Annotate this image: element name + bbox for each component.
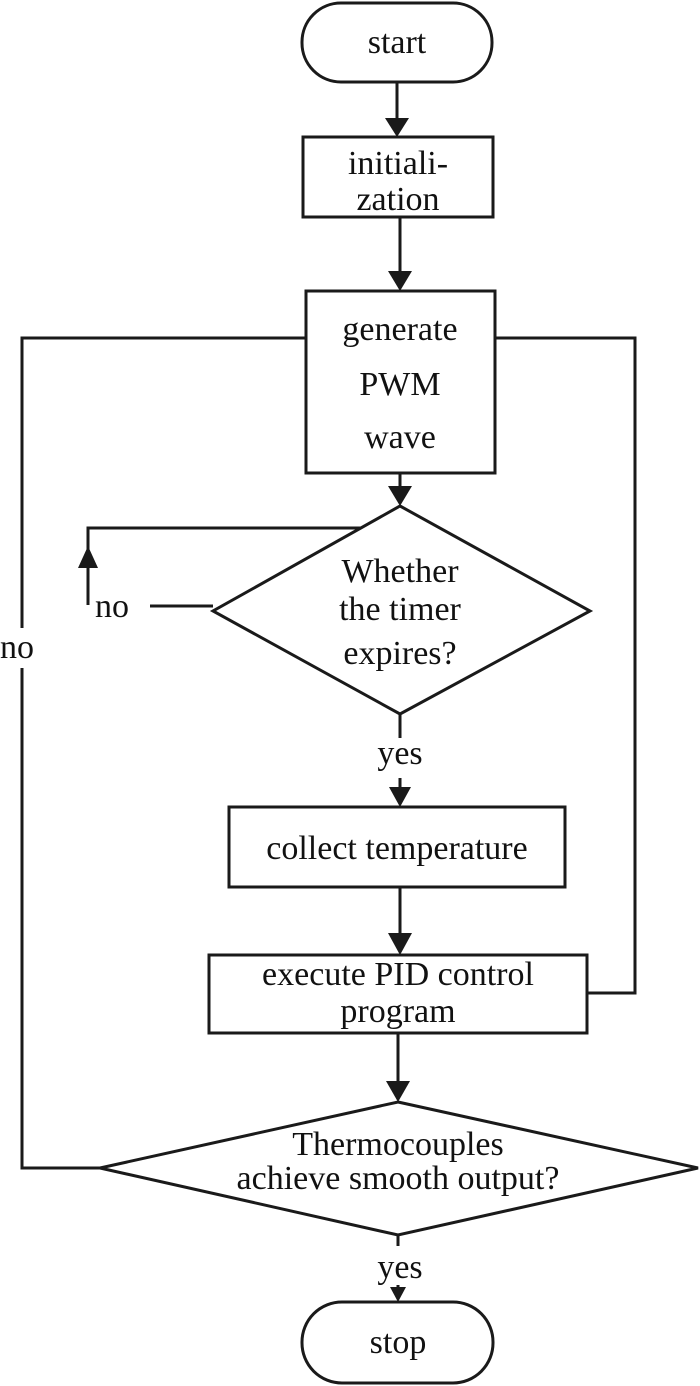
arrow-head-icon — [388, 486, 412, 506]
node-timer: Whether the timer expires? — [209, 504, 594, 716]
edge-smooth-no-b — [20, 336, 306, 628]
decision-shape — [209, 504, 594, 716]
connectors — [20, 82, 637, 1302]
edge-timer-no-loop — [86, 526, 400, 605]
node-timer-line-3: expires? — [343, 635, 456, 672]
terminator-shape — [300, 1, 494, 84]
edge-pid-pwm — [495, 336, 637, 995]
edge-smooth-no-a — [20, 668, 100, 1170]
node-init: initiali- zation — [301, 135, 495, 219]
arrow-head-icon — [386, 1081, 410, 1102]
node-init-line-2: zation — [356, 181, 439, 218]
node-stop-label: stop — [370, 1324, 427, 1361]
process-shape — [207, 953, 589, 1035]
node-init-line-1: initiali- — [348, 145, 448, 182]
node-collect: collect temperature — [227, 805, 567, 889]
node-pid-line-2: program — [340, 993, 455, 1030]
arrow-head-icon — [388, 933, 412, 955]
node-pwm-line-3: wave — [364, 419, 436, 456]
arrow-up-icon — [78, 546, 98, 568]
node-smooth: Thermocouples achieve smooth output? — [99, 1100, 699, 1237]
decision-shape — [99, 1100, 699, 1237]
arrow-head-icon — [385, 118, 409, 137]
node-pid-line-1: execute PID control — [262, 956, 534, 993]
node-smooth-line-1: Thermocouples — [292, 1126, 504, 1163]
label-smooth-no: no — [0, 629, 34, 666]
node-timer-line-2: the timer — [339, 591, 461, 628]
node-collect-label: collect temperature — [266, 830, 527, 867]
label-smooth-yes: yes — [377, 1249, 422, 1286]
label-timer-no: no — [95, 588, 129, 625]
arrow-head-icon — [388, 271, 412, 291]
arrow-head-icon — [389, 787, 411, 807]
process-shape — [304, 289, 497, 475]
terminator-shape — [300, 1300, 495, 1385]
arrow-head-icon — [390, 1287, 406, 1302]
node-pwm-line-1: generate — [342, 311, 457, 348]
label-timer-yes: yes — [377, 735, 422, 772]
node-pid: execute PID control program — [207, 953, 589, 1035]
node-timer-line-1: Whether — [341, 553, 459, 590]
process-shape — [227, 805, 567, 889]
node-stop: stop — [300, 1300, 495, 1385]
node-pwm-line-2: PWM — [359, 366, 440, 403]
node-start-label: start — [368, 24, 427, 61]
node-start: start — [300, 1, 494, 84]
process-shape — [301, 135, 495, 219]
node-smooth-line-2: achieve smooth output? — [237, 1160, 560, 1197]
node-pwm: generate PWM wave — [304, 289, 497, 475]
